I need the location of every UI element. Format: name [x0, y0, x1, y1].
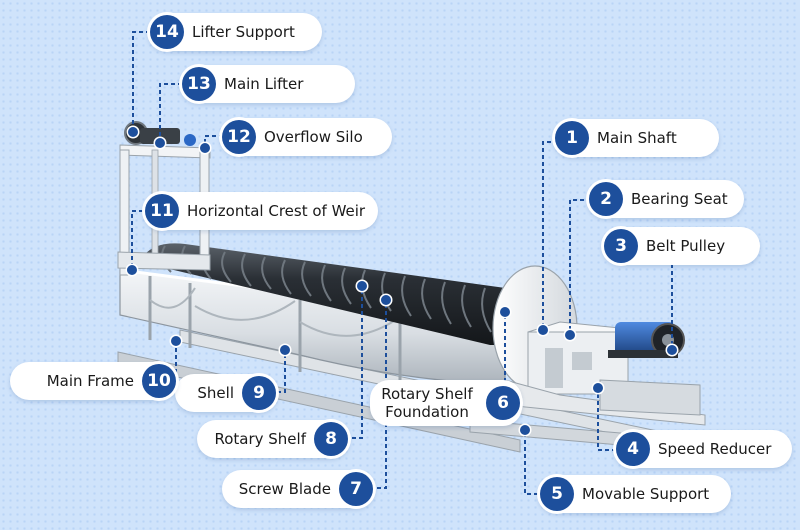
anchor-dot-14 [128, 127, 138, 137]
number-badge: 9 [242, 376, 276, 410]
anchor-dot-9 [280, 345, 290, 355]
anchor-dot-2 [565, 330, 575, 340]
anchor-dot-8 [357, 281, 367, 291]
anchor-dot-13 [155, 138, 165, 148]
part-label: Movable Support [582, 485, 710, 503]
callout-12: 12 Overflow Silo [220, 118, 392, 156]
part-label: Bearing Seat [631, 190, 728, 208]
number-badge: 2 [589, 182, 623, 216]
callout-14: 14 Lifter Support [148, 13, 322, 51]
part-label: Lifter Support [192, 23, 295, 41]
number-badge: 6 [486, 386, 520, 420]
number-badge: 3 [604, 229, 638, 263]
number-badge: 10 [142, 364, 176, 398]
anchor-dot-6 [500, 307, 510, 317]
callout-2: 2 Bearing Seat [587, 180, 744, 218]
number-badge: 1 [555, 121, 589, 155]
callout-8: 8 Rotary Shelf [197, 420, 350, 458]
anchor-dot-5 [520, 425, 530, 435]
callout-4: 4 Speed Reducer [614, 430, 792, 468]
callout-6: 6 Rotary Shelf Foundation [370, 380, 522, 426]
part-label: Rotary Shelf Foundation [381, 385, 473, 421]
part-label: Main Shaft [597, 129, 677, 147]
callout-1: 1 Main Shaft [553, 119, 719, 157]
drive-end-housing [492, 265, 706, 426]
number-badge: 14 [150, 15, 184, 49]
number-badge: 4 [616, 432, 650, 466]
part-label: Belt Pulley [646, 237, 726, 255]
number-badge: 12 [222, 120, 256, 154]
callout-9: 9 Shell [175, 374, 278, 412]
leader-line-7 [370, 300, 387, 489]
leader-line-13 [159, 83, 182, 143]
number-badge: 7 [339, 472, 373, 506]
leader-line-12 [204, 135, 223, 148]
leader-line-2 [569, 199, 598, 335]
leader-line-11 [131, 210, 143, 270]
number-badge: 13 [182, 67, 216, 101]
anchor-dot-7 [381, 295, 391, 305]
callout-3: 3 Belt Pulley [602, 227, 760, 265]
leader-line-9 [270, 350, 286, 393]
leader-line-1 [542, 141, 565, 330]
callout-11: 11 Horizontal Crest of Weir [143, 192, 378, 230]
callout-10: 10 Main Frame [10, 362, 178, 400]
callout-7: 7 Screw Blade [222, 470, 375, 508]
anchor-dot-10 [171, 336, 181, 346]
number-badge: 11 [145, 194, 179, 228]
anchor-dot-11 [127, 265, 137, 275]
anchor-dot-3 [667, 345, 677, 355]
part-label: Overflow Silo [264, 128, 363, 146]
part-label: Rotary Shelf [214, 430, 306, 448]
number-badge: 8 [314, 422, 348, 456]
part-label: Shell [197, 384, 234, 402]
callout-13: 13 Main Lifter [180, 65, 355, 103]
part-label: Speed Reducer [658, 440, 772, 458]
part-label: Main Lifter [224, 75, 304, 93]
leader-line-8 [345, 286, 363, 439]
anchor-dot-4 [593, 383, 603, 393]
number-badge: 5 [540, 477, 574, 511]
leader-line-14 [132, 31, 150, 132]
part-label: Screw Blade [238, 480, 331, 498]
part-label: Horizontal Crest of Weir [187, 202, 366, 220]
motor-reducer [608, 322, 685, 358]
anchor-dot-1 [538, 325, 548, 335]
anchor-dot-12 [200, 143, 210, 153]
callout-5: 5 Movable Support [538, 475, 731, 513]
part-label: Main Frame [46, 372, 134, 390]
